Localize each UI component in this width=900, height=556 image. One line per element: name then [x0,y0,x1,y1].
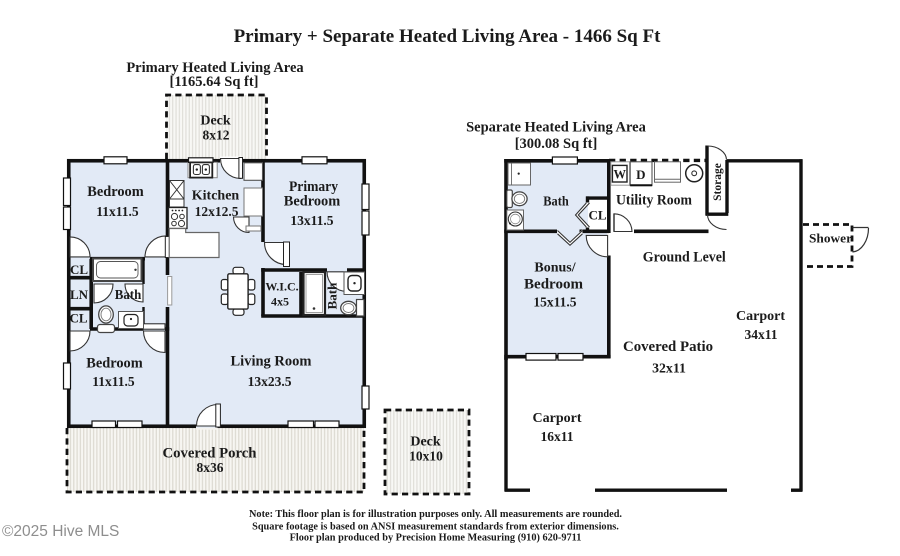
svg-text:Separate Heated Living Area: Separate Heated Living Area [466,120,647,136]
svg-text:13x23.5: 13x23.5 [248,374,292,389]
svg-text:13x11.5: 13x11.5 [290,213,333,228]
svg-text:Storage: Storage [712,163,724,201]
svg-text:LN: LN [70,287,89,302]
svg-text:8x36: 8x36 [197,460,224,475]
svg-text:Bedroom: Bedroom [86,355,143,371]
svg-text:CL: CL [70,262,88,277]
svg-text:Covered Patio: Covered Patio [623,339,713,355]
svg-text:Bedroom: Bedroom [87,184,144,200]
svg-text:D: D [636,167,645,182]
svg-text:11x11.5: 11x11.5 [92,374,135,389]
svg-text:©2025 Hive MLS: ©2025 Hive MLS [2,523,119,540]
svg-text:W.I.C.: W.I.C. [265,280,298,294]
svg-text:Note: This floor plan is for i: Note: This floor plan is for illustratio… [249,509,622,520]
svg-text:CL: CL [588,208,606,223]
svg-text:Bonus/: Bonus/ [534,261,576,276]
svg-text:Bath: Bath [325,282,340,310]
svg-text:34x11: 34x11 [744,327,777,342]
svg-text:Living Room: Living Room [231,353,312,369]
svg-text:11x11.5: 11x11.5 [96,204,139,219]
svg-text:15x11.5: 15x11.5 [533,295,576,310]
svg-text:Carport: Carport [736,309,785,324]
svg-text:Bedroom: Bedroom [284,193,341,209]
svg-text:Shower: Shower [809,232,852,246]
svg-text:Floor plan produced by Precisi: Floor plan produced by Precision Home Me… [290,532,582,543]
svg-text:Carport: Carport [533,411,582,426]
svg-text:Primary: Primary [289,179,339,195]
svg-text:[1165.64 Sq ft]: [1165.64 Sq ft] [169,74,258,90]
svg-text:Covered Porch: Covered Porch [163,446,257,462]
svg-text:Primary + Separate Heated Livi: Primary + Separate Heated Living Area - … [234,26,662,47]
svg-text:Deck: Deck [200,114,231,129]
svg-text:Deck: Deck [410,435,441,450]
svg-text:CL: CL [69,310,87,325]
svg-text:Utility Room: Utility Room [616,193,692,209]
svg-text:Ground Level: Ground Level [643,250,726,266]
svg-text:4x5: 4x5 [271,295,289,309]
svg-text:Primary Heated Living Area: Primary Heated Living Area [126,60,304,76]
svg-text:Bedroom: Bedroom [524,277,583,293]
svg-text:16x11: 16x11 [540,429,573,444]
svg-text:12x12.5: 12x12.5 [195,204,239,219]
svg-text:32x11: 32x11 [652,361,686,376]
svg-text:10x10: 10x10 [409,449,443,464]
svg-text:Bath: Bath [543,194,569,209]
svg-text:W: W [614,167,627,181]
svg-text:Bath: Bath [115,288,142,303]
svg-text:Kitchen: Kitchen [192,188,240,203]
svg-text:[300.08 Sq ft]: [300.08 Sq ft] [515,136,598,152]
svg-text:Square footage is based on ANS: Square footage is based on ANSI measurem… [252,522,619,533]
svg-text:8x12: 8x12 [203,128,230,143]
